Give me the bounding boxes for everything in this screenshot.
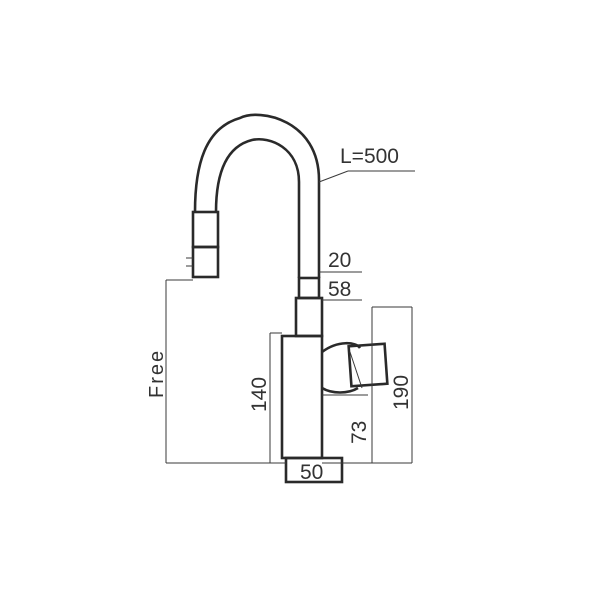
neck-height-label: 58 <box>328 278 351 301</box>
spout-diameter-dimension: 20 <box>319 249 362 273</box>
base-diameter-label: 50 <box>300 461 323 484</box>
faucet-body <box>280 334 324 460</box>
hose-length-label: L=500 <box>340 145 399 168</box>
free-length-label: Free <box>146 349 168 398</box>
gooseneck-spout <box>193 113 321 278</box>
body-height-dimension: 140 <box>248 332 282 463</box>
lever-handle <box>321 341 389 394</box>
total-height-dimension: 190 <box>371 306 413 464</box>
handle-height-dimension: 73 <box>322 394 371 444</box>
total-height-label: 190 <box>390 375 413 410</box>
base-diameter-dimension: 50 <box>300 461 323 484</box>
free-length-bracket: Free <box>146 279 286 464</box>
body-height-label: 140 <box>248 377 271 412</box>
hose-length-dimension: L=500 <box>318 145 415 183</box>
base-flange <box>284 456 344 484</box>
neck-height-dimension: 58 <box>322 278 362 301</box>
spout-diameter-label: 20 <box>328 249 351 272</box>
spray-head <box>186 210 220 279</box>
handle-height-label: 73 <box>348 421 371 444</box>
neck-section <box>294 276 324 338</box>
